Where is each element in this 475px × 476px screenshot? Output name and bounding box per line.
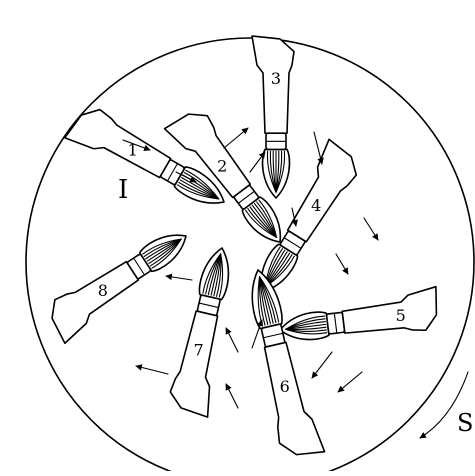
brush-number-3: 3 <box>271 69 281 88</box>
arrow <box>226 328 238 352</box>
brush-number-7: 7 <box>193 340 203 359</box>
corner-label: S <box>457 409 473 437</box>
dish-circle <box>26 38 474 471</box>
brush-handle <box>258 339 325 461</box>
brush-number-2: 2 <box>217 156 227 175</box>
brush-6 <box>240 265 324 462</box>
arrow <box>224 128 248 148</box>
arrow <box>136 366 168 374</box>
brush-number-8: 8 <box>98 281 108 300</box>
brush-handle <box>341 287 441 340</box>
brush-handle <box>42 256 145 344</box>
arrow <box>312 352 332 378</box>
arrow <box>166 276 192 280</box>
arrow <box>364 218 378 240</box>
arrow <box>336 254 348 274</box>
brush-7 <box>167 244 246 417</box>
arrow <box>338 372 362 392</box>
brush-handle <box>167 309 231 417</box>
brush-5 <box>277 287 441 348</box>
arrow <box>314 132 322 164</box>
brush-8 <box>42 221 199 343</box>
brush-number-6: 6 <box>280 377 290 396</box>
brush-3 <box>252 36 294 198</box>
panel-label: I <box>118 175 128 205</box>
arrow <box>226 384 238 408</box>
brush-number-4: 4 <box>311 196 321 215</box>
brush-number-5: 5 <box>396 306 406 325</box>
